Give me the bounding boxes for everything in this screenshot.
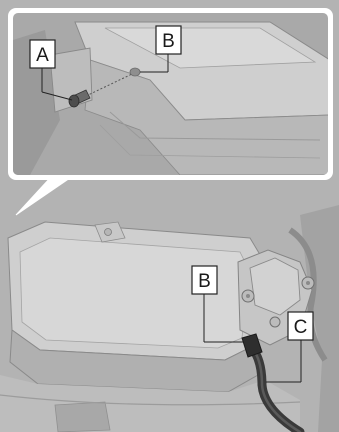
inset-screw-hole [130, 68, 140, 76]
label-b-inset-text: B [162, 31, 175, 52]
label-c-text: C [294, 317, 308, 338]
label-b-main-box: B [192, 266, 217, 294]
label-c-box: C [288, 312, 313, 340]
label-b-main-text: B [198, 271, 211, 292]
bracket-bolt [105, 229, 112, 236]
label-a-box: A [30, 40, 55, 68]
terminal-bolt-1-center [246, 294, 250, 298]
tray-slot [55, 402, 110, 432]
terminal-bolt-2-center [306, 281, 310, 285]
terminal-bolt-3 [270, 317, 280, 327]
label-b-inset-box: B [156, 26, 181, 54]
label-a-text: A [36, 45, 49, 66]
